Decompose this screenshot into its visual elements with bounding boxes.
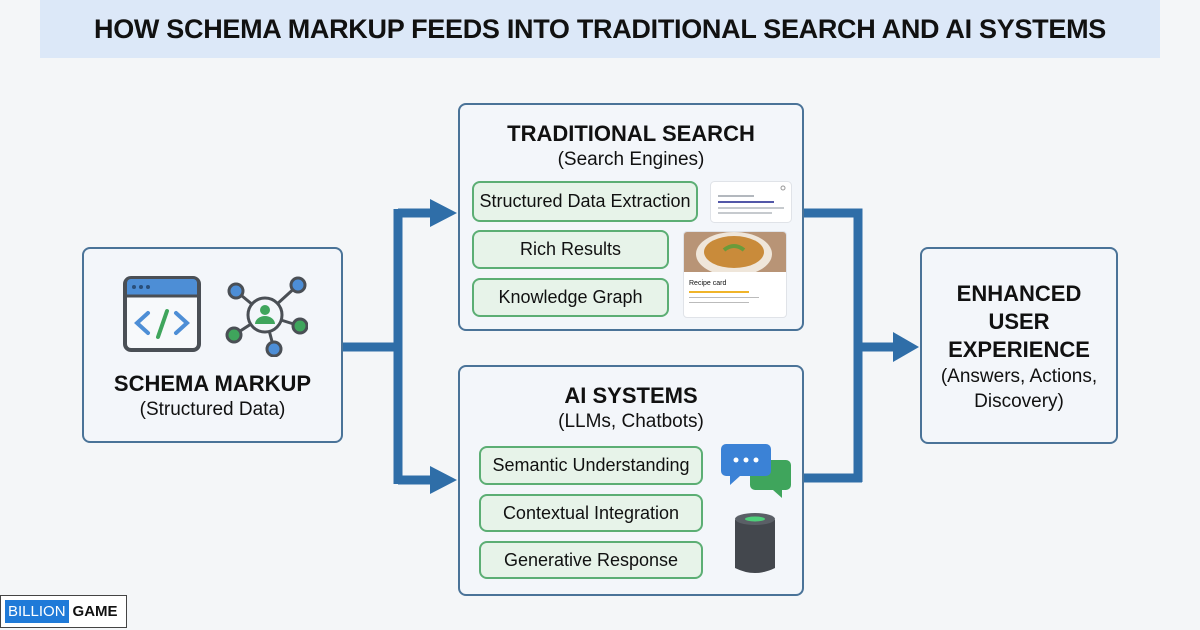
logo-part1: BILLION <box>5 600 69 623</box>
smart-speaker-icon <box>735 513 775 573</box>
enhanced-user-experience-box: ENHANCED USER EXPERIENCE (Answers, Actio… <box>920 247 1118 444</box>
traditional-search-subtitle: (Search Engines) <box>557 149 705 170</box>
pill-structured-data-extraction: Structured Data Extraction <box>472 181 698 222</box>
pill-knowledge-graph: Knowledge Graph <box>472 278 669 317</box>
search-result-thumbnail <box>710 181 792 223</box>
logo: BILLION GAME <box>0 595 127 628</box>
result-title-line: ENHANCED <box>956 281 1082 306</box>
schema-markup-title: SCHEMA MARKUP <box>113 371 312 396</box>
recipe-card-label: Recipe card <box>689 280 727 287</box>
pill-semantic-understanding: Semantic Understanding <box>479 446 703 485</box>
network-user-icon <box>225 276 308 357</box>
result-title-line: USER <box>988 309 1050 334</box>
arrowhead <box>430 199 457 227</box>
page-title: HOW SCHEMA MARKUP FEEDS INTO TRADITIONAL… <box>40 0 1160 58</box>
traditional-search-title: TRADITIONAL SEARCH <box>507 121 755 146</box>
logo-part2: GAME <box>72 603 118 620</box>
pill-rich-results: Rich Results <box>472 230 669 269</box>
ai-systems-title: AI SYSTEMS <box>564 383 698 408</box>
connector-left <box>343 208 435 485</box>
connector-right <box>803 208 898 483</box>
food-image <box>684 232 786 276</box>
result-title-line: EXPERIENCE <box>948 337 1090 362</box>
schema-markup-box: SCHEMA MARKUP (Structured Data) <box>82 247 343 443</box>
result-subtitle-line: Discovery) <box>974 391 1064 412</box>
result-subtitle-line: (Answers, Actions, <box>940 366 1098 387</box>
arrowhead <box>430 466 457 494</box>
code-window-icon <box>123 276 201 352</box>
recipe-card-thumbnail: Recipe card <box>683 231 787 318</box>
chat-bubbles-icon <box>721 444 791 498</box>
pill-contextual-integration: Contextual Integration <box>479 494 703 532</box>
arrowhead <box>893 332 919 362</box>
pill-generative-response: Generative Response <box>479 541 703 579</box>
schema-markup-subtitle: (Structured Data) <box>139 399 286 420</box>
ai-systems-subtitle: (LLMs, Chatbots) <box>558 411 704 432</box>
